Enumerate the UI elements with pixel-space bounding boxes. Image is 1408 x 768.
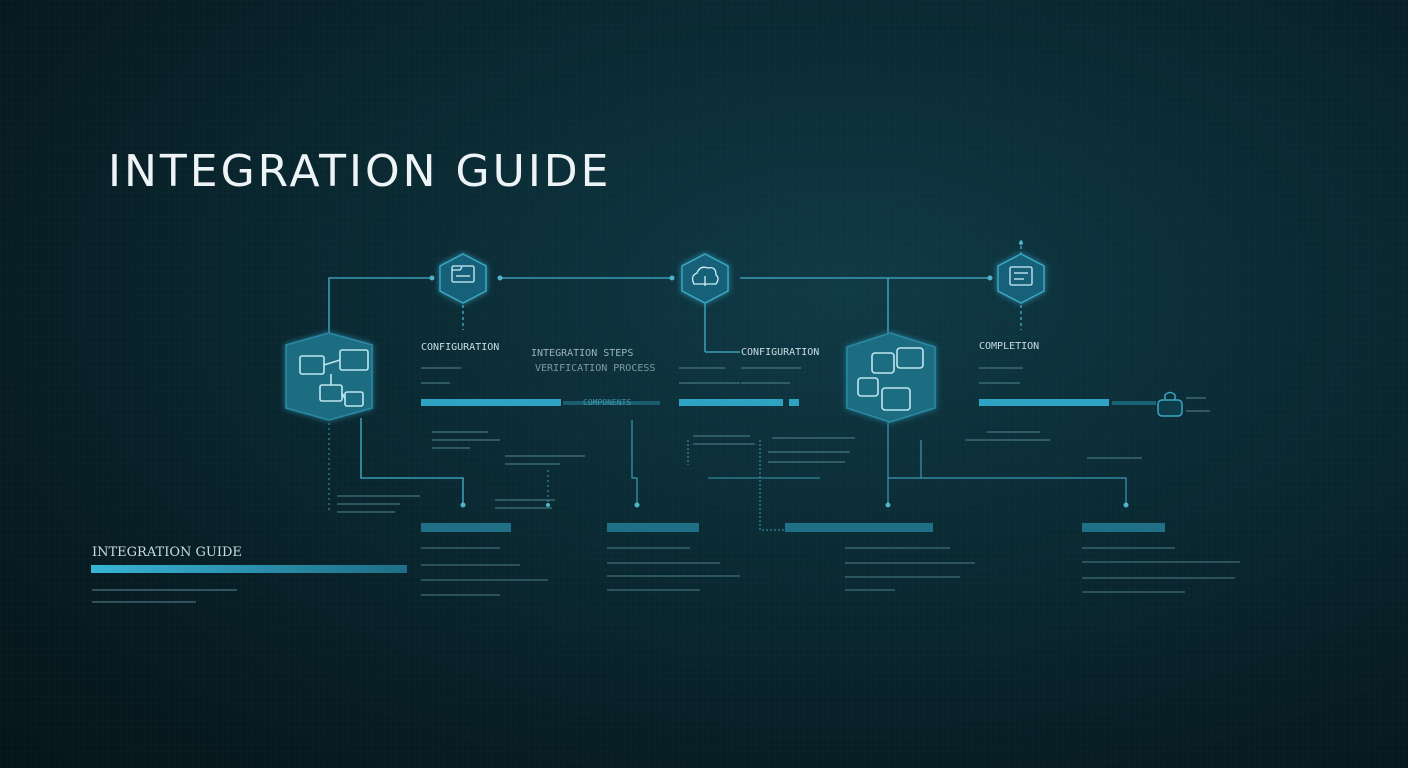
step1-label: CONFIGURATION — [421, 342, 499, 353]
connector-hub-down — [360, 418, 464, 505]
connector-center — [759, 440, 800, 531]
dashboard-icon — [1009, 266, 1033, 286]
bar-caption: COMPONENTS — [583, 398, 631, 407]
node-1 — [439, 253, 487, 304]
column-text-lines — [421, 547, 1240, 596]
step2-bar — [679, 399, 783, 406]
connected-devices-icon — [299, 349, 369, 407]
connector-lines — [328, 240, 1127, 531]
step1-bar-tail — [563, 401, 660, 405]
step2-bar-end — [789, 399, 799, 406]
step3-label: CONFIGURATION — [741, 347, 819, 358]
network-cluster-icon — [857, 347, 924, 411]
folder-icon — [451, 265, 475, 283]
step4-bar-tail — [1112, 401, 1156, 405]
step4-label: COMPLETION — [979, 341, 1039, 352]
lock-icon — [1157, 391, 1183, 417]
connector-top-left — [328, 277, 432, 338]
connector-right-horizontal — [888, 477, 1127, 505]
left-heading: INTEGRATION GUIDE — [92, 545, 242, 560]
step2-sublabel: VERIFICATION PROCESS — [535, 363, 655, 374]
connector-dots — [429, 241, 1129, 508]
step4-bar — [979, 399, 1109, 406]
page-title: INTEGRATION GUIDE — [108, 146, 612, 197]
cloud-upload-icon — [691, 266, 719, 286]
connector-mid — [631, 420, 638, 505]
faint-text-lines — [92, 367, 1210, 603]
right-hub-node — [846, 332, 936, 423]
step1-bar — [421, 399, 561, 406]
left-summary-bar — [91, 565, 407, 573]
column-headers — [421, 523, 1165, 532]
step2-label: INTEGRATION STEPS — [531, 348, 633, 359]
left-hub-node — [285, 332, 373, 421]
